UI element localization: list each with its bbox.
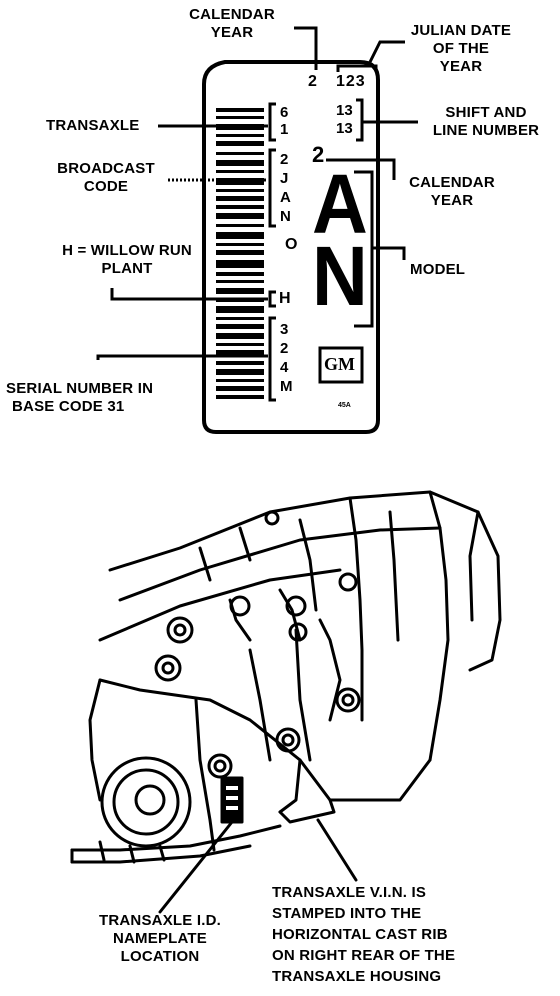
broadcast-code-label: BROADCAST CODE [48, 160, 164, 196]
model-label: MODEL [410, 261, 466, 278]
plate-model-year: 2 [312, 142, 325, 167]
vin-note-line2: STAMPED INTO THE [272, 905, 422, 922]
shift-line-label: SHIFT AND LINE NUMBER [418, 104, 554, 140]
nameplate-location-line1: TRANSAXLE I.D. [99, 912, 221, 929]
leader-lines [96, 26, 418, 360]
plate-plant: H [279, 290, 291, 307]
plate-serial-2: 2 [280, 340, 289, 357]
plate-serial-3: 4 [280, 359, 289, 376]
plate-tiny-code: 45A [338, 402, 351, 409]
serial-number-label: SERIAL NUMBER IN BASE CODE 31 [6, 380, 153, 416]
plate-broadcast-4: N [280, 208, 291, 225]
julian-date-label: JULIAN DATE OF THE YEAR [394, 22, 528, 76]
plate-broadcast-code: 2 J A N [280, 150, 291, 226]
calendar-year-right-line2: YEAR [430, 192, 474, 209]
gm-logo-box [318, 346, 364, 384]
plate-serial-4: M [280, 378, 293, 395]
plate-julian: 123 [336, 73, 366, 90]
plate-model-letters: A N [312, 162, 368, 323]
calendar-year-right-label: CALENDAR YEAR [396, 174, 508, 210]
plate-zero: O [285, 236, 298, 253]
plate-line: 13 [336, 120, 353, 137]
calendar-year-top-label: CALENDAR YEAR [176, 6, 288, 42]
shift-line-line1: SHIFT AND [445, 104, 527, 121]
nameplate-location-label: TRANSAXLE I.D. NAMEPLATE LOCATION [90, 912, 230, 966]
calendar-year-top-line1: CALENDAR [189, 6, 275, 23]
plate-broadcast-3: A [280, 189, 291, 206]
shift-line-line2: LINE NUMBER [432, 122, 540, 139]
julian-date-line3: YEAR [439, 58, 483, 75]
calendar-year-top-line2: YEAR [210, 24, 254, 41]
plate-broadcast-2: J [280, 170, 289, 187]
vin-note-line4: ON RIGHT REAR OF THE [272, 947, 456, 964]
willow-run-label: H = WILLOW RUN PLANT [54, 242, 200, 278]
vin-note-line3: HORIZONTAL CAST RIB [272, 926, 448, 943]
barcode [216, 108, 264, 399]
plate-transaxle-code-2: 1 [280, 121, 289, 138]
transaxle-label: TRANSAXLE [46, 117, 140, 134]
plate-serial-1: 3 [280, 321, 289, 338]
plate-shift: 13 [336, 102, 353, 119]
plate-model-letter-2: N [312, 229, 368, 323]
broadcast-code-line1: BROADCAST [57, 160, 155, 177]
vin-note-line1: TRANSAXLE V.I.N. IS [272, 884, 427, 901]
willow-run-line2: PLANT [101, 260, 153, 277]
plate-broadcast-1: 2 [280, 151, 289, 168]
julian-date-line1: JULIAN DATE [410, 22, 512, 39]
nameplate-location-line2: NAMEPLATE [112, 930, 208, 947]
julian-date-line2: OF THE [432, 40, 490, 57]
serial-number-line2: BASE CODE 31 [12, 398, 125, 415]
plate-year-digit: 2 [308, 73, 317, 90]
vin-note-label: TRANSAXLE V.I.N. IS STAMPED INTO THE HOR… [272, 882, 455, 987]
transaxle-drawing [70, 490, 502, 914]
nameplate-location-line3: LOCATION [120, 948, 200, 965]
gm-logo: GM [324, 354, 355, 374]
broadcast-code-line2: CODE [83, 178, 129, 195]
serial-number-line1: SERIAL NUMBER IN [6, 380, 154, 397]
vin-note-line5: TRANSAXLE HOUSING [272, 968, 442, 985]
willow-run-line1: H = WILLOW RUN [62, 242, 192, 259]
plate-transaxle-code: 6 1 [280, 104, 288, 138]
plate-serial: 3 2 4 M [280, 320, 293, 396]
calendar-year-right-line1: CALENDAR [409, 174, 495, 191]
plate-transaxle-code-1: 6 [280, 104, 289, 121]
